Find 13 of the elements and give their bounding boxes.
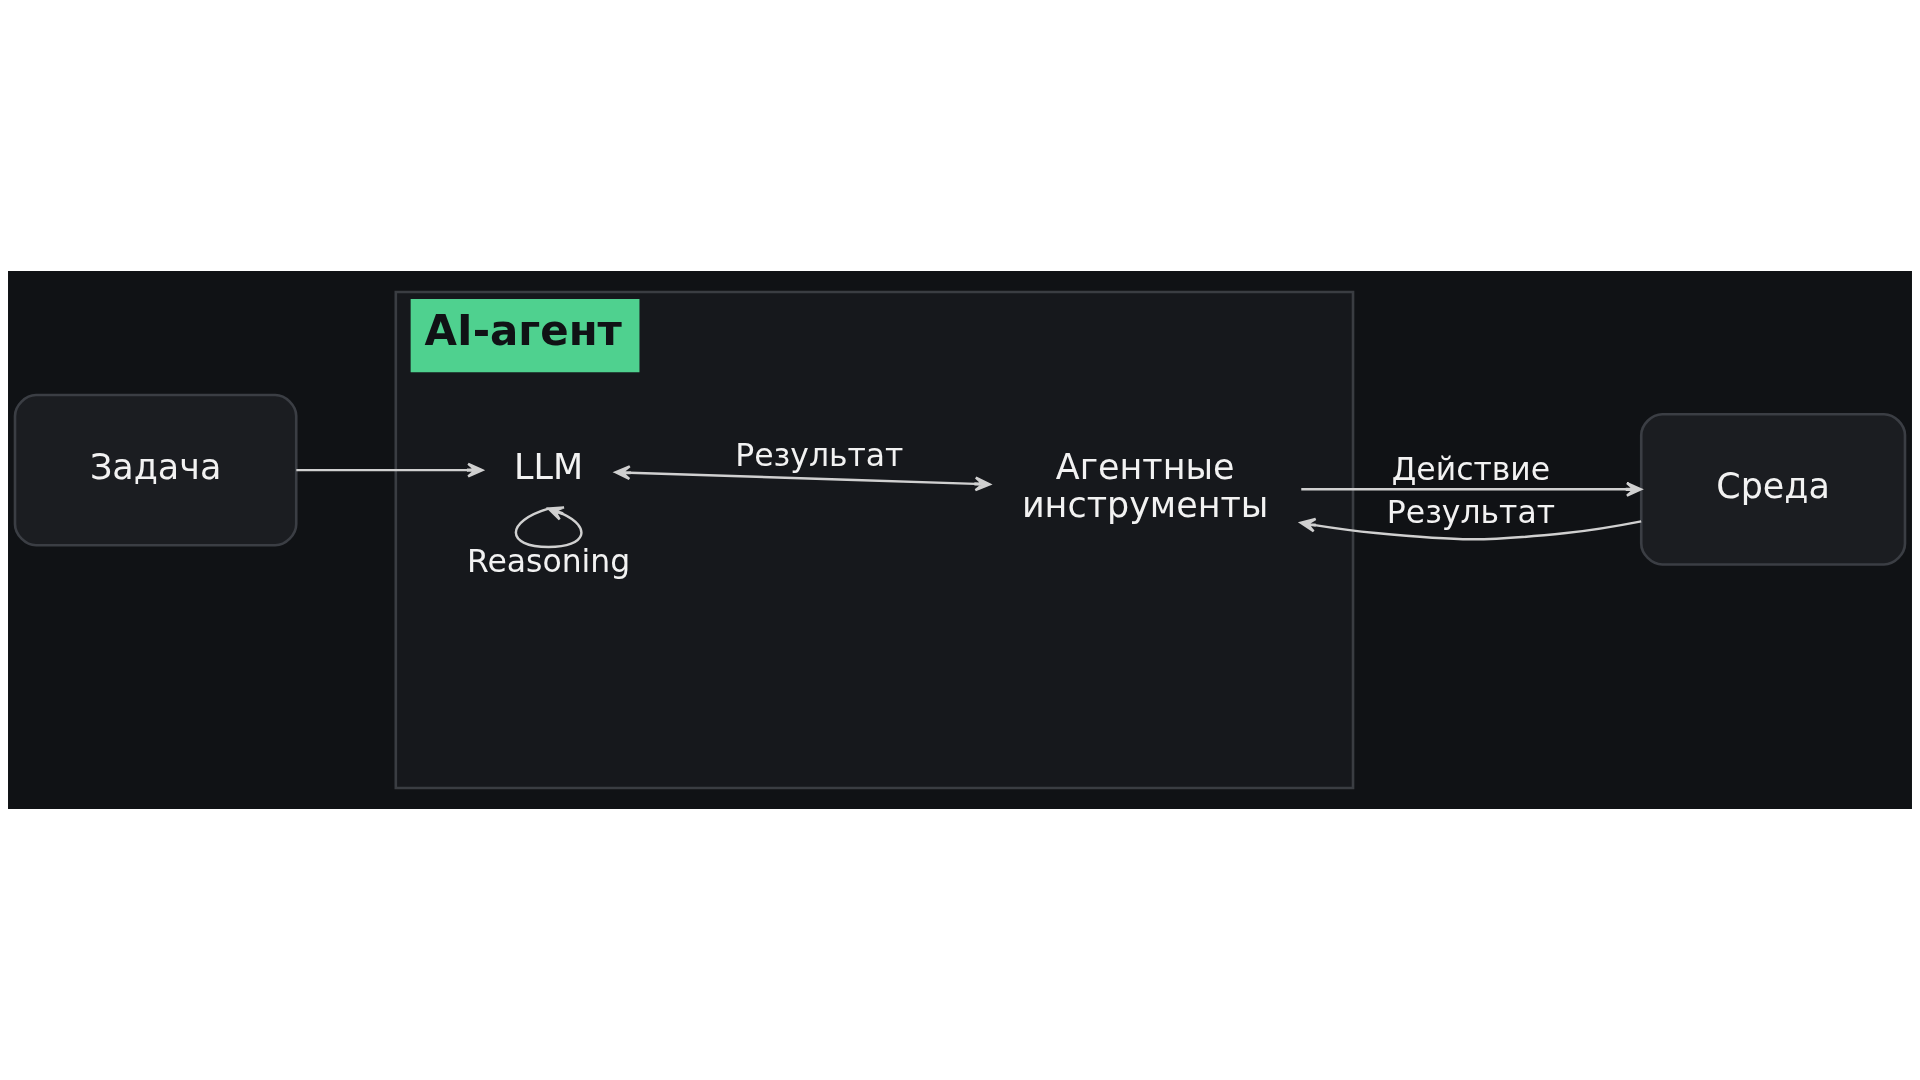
edge-label: Reasoning — [467, 543, 631, 580]
node-box: Задача — [13, 393, 298, 547]
arrow — [514, 506, 583, 549]
arrow — [1301, 481, 1643, 497]
arrow — [296, 462, 484, 478]
edge-label: Действие — [1391, 450, 1551, 487]
node-text: Агентные инструменты — [1021, 446, 1269, 526]
edge-label: Результат — [1386, 494, 1555, 531]
arrow — [614, 465, 991, 492]
edge-label: Результат — [735, 436, 904, 473]
arrow — [1299, 517, 1642, 541]
node-box: Среда — [1639, 412, 1907, 566]
node-text: LLM — [514, 446, 584, 487]
